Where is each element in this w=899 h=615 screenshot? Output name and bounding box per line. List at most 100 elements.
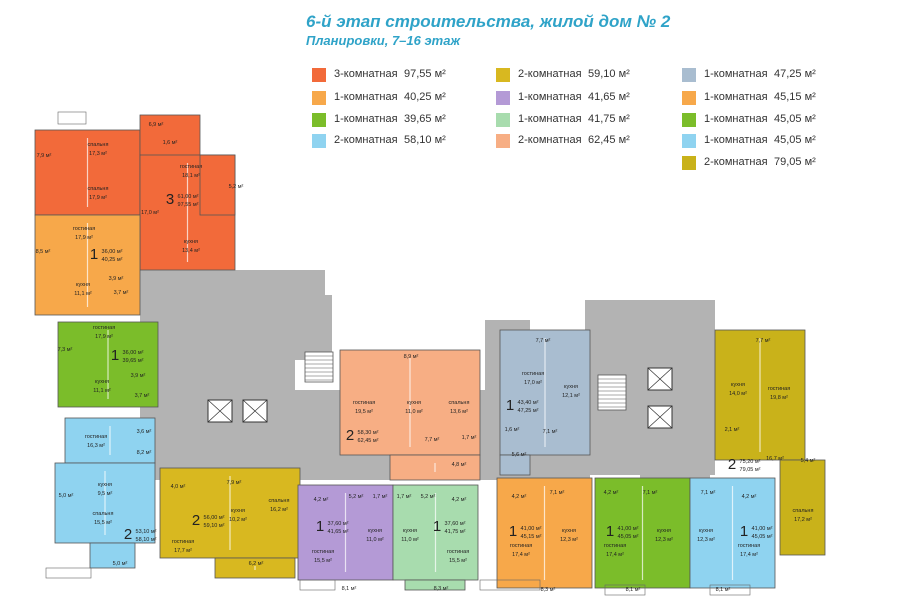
total-area-label: 39,65 м² [123,358,144,364]
room-label: гостиная [447,549,469,555]
living-area-label: 36,00 м² [123,350,144,356]
room-label: 3,7 м² [135,393,150,399]
room-label: гостиная [510,543,532,549]
legend-swatch [312,113,326,127]
room-label: 5,0 м² [113,561,128,567]
room-label: кухня [731,382,745,388]
room-label: 13,6 м² [450,409,468,415]
room-count-badge: 1 [506,397,514,414]
room-label: 5,6 м² [512,452,527,458]
total-area-label: 47,25 м² [518,408,539,414]
room-label: 11,0 м² [366,537,384,543]
room-label: гостиная [312,549,334,555]
room-label: 17,7 м² [174,548,192,554]
room-label: 3,9 м² [131,373,146,379]
room-label: 7,9 м² [227,480,242,486]
total-area-label: 40,25 м² [102,257,123,263]
room-label: 6,2 м² [249,561,264,567]
room-label: 1,7 м² [397,494,412,500]
room-label: 11,0 м² [401,537,419,543]
room-label: 15,5 м² [314,558,332,564]
room-label: 10,2 м² [229,517,247,523]
room-label: гостиная [353,400,375,406]
room-label: 16,7 м² [766,456,784,462]
apartment-area [89,542,136,569]
room-label: гостиная [73,226,95,232]
room-label: 4,2 м² [742,494,757,500]
room-label: 15,5 м² [94,520,112,526]
balcony [45,567,92,579]
living-area-label: 61,00 м² [178,194,199,200]
total-area-label: 97,55 м² [178,202,199,208]
apartment-area [389,454,481,481]
room-label: гостиная [522,371,544,377]
room-label: 8,1 м² [626,587,641,593]
legend-swatch [682,156,696,170]
room-label: 7,7 м² [756,338,771,344]
room-label: 5,4 м² [801,458,816,464]
room-label: 7,3 м² [58,347,73,353]
room-label: кухня [407,400,421,406]
room-label: 8,3 м² [541,587,556,593]
room-label: кухня [184,239,198,245]
balcony [299,579,336,591]
legend-swatch [682,91,696,105]
room-label: кухня [76,282,90,288]
living-area-label: 53,10 м² [136,529,157,535]
living-area-label: 36,00 м² [102,249,123,255]
corridor [640,330,710,480]
legend-swatch [496,91,510,105]
page-title: 6-й этап строительства, жилой дом № 2 [306,12,671,31]
room-label: 7,7 м² [536,338,551,344]
room-label: 8,2 м² [137,450,152,456]
room-label: 16,2 м² [270,507,288,513]
room-label: 19,8 м² [770,395,788,401]
room-label: 14,0 м² [729,391,747,397]
room-label: спальня [449,400,470,406]
room-label: спальня [88,142,109,148]
legend-swatch [496,68,510,82]
total-area-label: 45,05 м² [752,534,773,540]
room-label: гостиная [738,543,760,549]
balcony [604,584,646,596]
room-label: 17,4 м² [606,552,624,558]
room-label: 4,2 м² [604,490,619,496]
room-label: 5,0 м² [59,493,74,499]
total-area-label: 45,05 м² [618,534,639,540]
room-label: 4,2 м² [452,497,467,503]
room-label: кухня [657,528,671,534]
legend-swatch [682,134,696,148]
apartment-area [499,454,531,476]
room-label: 4,2 м² [512,494,527,500]
corridor [262,295,332,360]
room-count-badge: 1 [90,246,98,263]
total-area-label: 62,45 м² [358,438,379,444]
room-label: 17,9 м² [75,235,93,241]
balcony [57,111,87,125]
room-label: 17,0 м² [141,210,159,216]
legend-swatch [312,91,326,105]
room-label: 1,7 м² [373,494,388,500]
total-area-label: 41,65 м² [328,529,349,535]
living-area-label: 75,20 м² [740,459,761,465]
room-label: кухня [231,508,245,514]
room-label: кухня [562,528,576,534]
room-label: 12,3 м² [560,537,578,543]
room-label: 1,6 м² [505,427,520,433]
room-label: 3,6 м² [137,429,152,435]
room-label: кухня [699,528,713,534]
